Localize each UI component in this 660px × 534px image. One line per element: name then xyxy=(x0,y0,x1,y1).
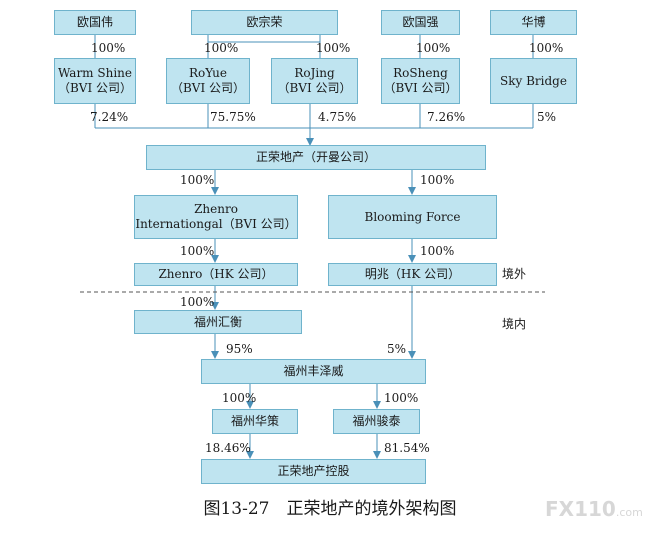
pct-label: 100% xyxy=(529,41,564,55)
pct-label: 18.46% xyxy=(205,441,251,455)
pct-label: 5% xyxy=(387,342,407,356)
pct-label: 75.75% xyxy=(210,110,256,124)
company-type: （BVI 公司） xyxy=(170,81,246,95)
figure-caption: 图13-27 正荣地产的境外架构图 xyxy=(203,499,457,519)
pct-label: 95% xyxy=(226,342,253,356)
watermark-logo: FX110.com xyxy=(545,497,643,521)
company-name: RoJing xyxy=(294,66,335,80)
fuzhou-huiheng: 福州汇衡 xyxy=(134,310,302,334)
fuzhou-huace: 福州华策 xyxy=(212,409,298,434)
blooming-force: Blooming Force xyxy=(328,195,497,239)
zhenro-hk: Zhenro（HK 公司） xyxy=(134,263,298,286)
pct-label: 100% xyxy=(316,41,351,55)
company-type: （BVI 公司） xyxy=(277,81,352,95)
pct-label: 100% xyxy=(420,244,455,258)
bvi-royue: RoYue （BVI 公司） xyxy=(166,58,250,104)
company-type: Internationgal（BVI 公司） xyxy=(135,217,297,231)
pct-label: 100% xyxy=(180,173,215,187)
fuzhou-juntai: 福州骏泰 xyxy=(333,409,420,434)
company-name: RoSheng xyxy=(393,66,448,80)
pct-label: 100% xyxy=(180,295,215,309)
mingzhao-hk: 明兆（HK 公司） xyxy=(328,263,497,286)
shareholder-huabo: 华博 xyxy=(490,10,577,35)
pct-label: 100% xyxy=(204,41,239,55)
company-name: RoYue xyxy=(189,66,227,80)
company-name: Warm Shine xyxy=(58,66,132,80)
fuzhou-fengzewei: 福州丰泽威 xyxy=(201,359,426,384)
pct-label: 5% xyxy=(537,110,557,124)
shareholder-ou-guoqiang: 欧国强 xyxy=(381,10,460,35)
sky-bridge: Sky Bridge xyxy=(490,58,577,104)
zhenro-holding: 正荣地产控股 xyxy=(201,459,426,484)
pct-label: 100% xyxy=(180,244,215,258)
bvi-warm-shine: Warm Shine （BVI 公司） xyxy=(54,58,136,104)
pct-label: 100% xyxy=(416,41,451,55)
pct-label: 100% xyxy=(222,391,257,405)
label-onshore: 境内 xyxy=(502,317,527,331)
shareholder-ou-zongrong: 欧宗荣 xyxy=(191,10,338,35)
shareholder-ou-guowei: 欧国伟 xyxy=(54,10,136,35)
bvi-rosheng: RoSheng （BVI 公司） xyxy=(381,58,460,104)
pct-label: 7.26% xyxy=(427,110,466,124)
company-name: Zhenro xyxy=(194,202,238,216)
pct-label: 4.75% xyxy=(318,110,357,124)
pct-label: 100% xyxy=(384,391,419,405)
label-offshore: 境外 xyxy=(502,267,527,281)
pct-label: 100% xyxy=(420,173,455,187)
zhenro-international-bvi: Zhenro Internationgal（BVI 公司） xyxy=(134,195,298,239)
bvi-rojing: RoJing （BVI 公司） xyxy=(271,58,358,104)
pct-label: 81.54% xyxy=(384,441,430,455)
zhenro-cayman: 正荣地产（开曼公司） xyxy=(146,145,486,170)
pct-label: 100% xyxy=(91,41,126,55)
pct-label: 7.24% xyxy=(90,110,129,124)
watermark-suffix: .com xyxy=(615,506,643,519)
watermark-text: FX110 xyxy=(545,497,616,521)
company-type: （BVI 公司） xyxy=(57,81,133,95)
company-type: （BVI 公司） xyxy=(383,81,458,95)
